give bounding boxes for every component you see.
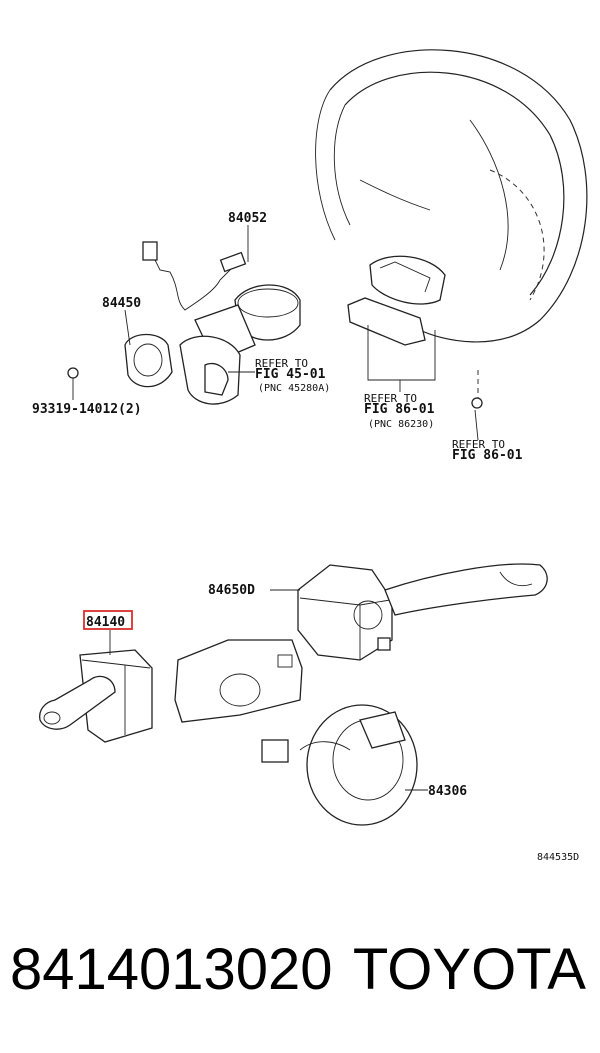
label-84650D: 84650D (208, 583, 255, 598)
ref1-line2: FIG 45-01 (255, 367, 326, 382)
ref2-line3: (PNC 86230) (368, 419, 434, 430)
part-84450-drawing (67, 333, 173, 388)
ref3-line2: FIG 86-01 (452, 448, 523, 463)
highlight-box-84140 (83, 610, 133, 630)
diagram-code: 844535D (537, 852, 579, 863)
label-84450: 84450 (102, 296, 141, 311)
ref1-line1: REFER TO (255, 357, 308, 370)
leader-lines (72, 225, 483, 791)
label-84140: 84140 (86, 615, 125, 630)
ref2-line1: REFER TO (364, 392, 417, 405)
part-84650D-drawing (297, 563, 548, 661)
part-84306-drawing (261, 704, 418, 826)
part-84140-drawing (39, 649, 153, 743)
ref1-line3: (PNC 45280A) (258, 383, 330, 394)
steering-wheel-drawing (315, 49, 588, 346)
label-84306: 84306 (428, 784, 467, 799)
ref2-line2: FIG 86-01 (364, 402, 435, 417)
switch-plate-drawing (174, 639, 303, 723)
parts-diagram: 84052 84450 93319-14012(2) REFER TO FIG … (32, 49, 588, 863)
steering-column-drawing (142, 241, 301, 405)
label-93319: 93319-14012(2) (32, 402, 142, 417)
part-number-text: 8414013020 (10, 937, 333, 1002)
ref3-line1: REFER TO (452, 438, 505, 451)
brand-text: TOYOTA (352, 937, 586, 1002)
label-84052: 84052 (228, 211, 267, 226)
footer-caption: 8414013020 TOYOTA (0, 930, 600, 1040)
